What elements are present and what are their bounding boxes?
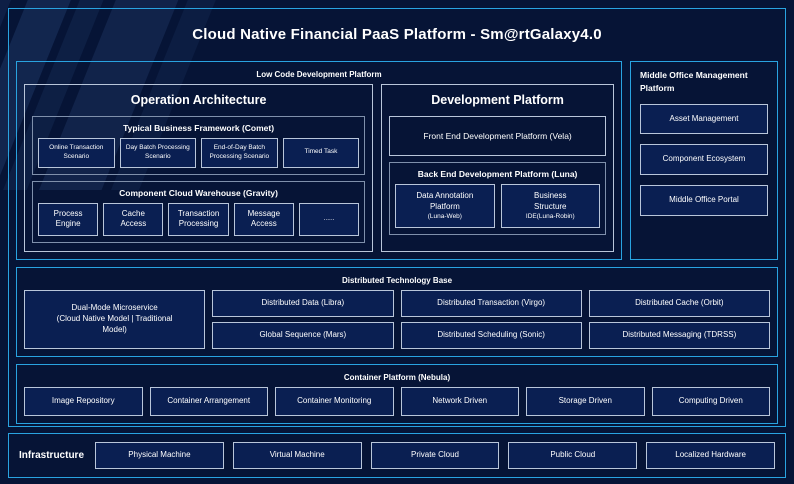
business-framework-item[interactable]: Day Batch Processing Scenario	[119, 138, 197, 168]
container-platform-title: Container Platform (Nebula)	[343, 372, 451, 382]
low-code-section-title: Low Code Development Platform	[256, 70, 382, 79]
distributed-base-item[interactable]: Distributed Cache (Orbit)	[588, 290, 770, 317]
typical-business-framework-group: Typical Business Framework (Comet) Onlin…	[32, 116, 366, 175]
middle-office-item-asset-management[interactable]: Asset Management	[640, 103, 768, 135]
business-framework-item[interactable]: Timed Task	[282, 138, 360, 168]
low-code-development-platform-section: Low Code Development Platform Operation …	[16, 61, 622, 261]
middle-office-title: Middle Office Management Platform	[640, 70, 748, 93]
back-end-platform-item[interactable]: Data Annotation Platform (Luna-Web)	[395, 184, 495, 229]
container-platform-item[interactable]: Container Monitoring	[275, 386, 394, 416]
middle-office-management-platform-section: Middle Office Management Platform Asset …	[630, 61, 778, 261]
middle-office-item-component-ecosystem[interactable]: Component Ecosystem	[640, 144, 768, 176]
infrastructure-item[interactable]: Virtual Machine	[232, 442, 362, 469]
middle-office-item-middle-office-portal[interactable]: Middle Office Portal	[640, 185, 768, 216]
distributed-base-title: Distributed Technology Base	[341, 276, 453, 286]
container-platform-item[interactable]: Computing Driven	[651, 386, 770, 416]
distributed-technology-base-section: Distributed Technology Base Dual-Mode Mi…	[16, 267, 778, 357]
infrastructure-item[interactable]: Public Cloud	[508, 442, 638, 469]
component-warehouse-item[interactable]: Transaction Processing	[168, 202, 229, 237]
component-cloud-warehouse-group: Component Cloud Warehouse (Gravity) Proc…	[32, 180, 366, 244]
component-warehouse-title: Component Cloud Warehouse (Gravity)	[119, 187, 278, 198]
operation-architecture-title: Operation Architecture	[130, 93, 267, 107]
component-warehouse-item[interactable]: Process Engine	[38, 202, 99, 237]
distributed-base-item[interactable]: Distributed Messaging (TDRSS)	[588, 321, 770, 349]
back-end-development-platform-group: Back End Development Platform (Luna) Dat…	[389, 162, 606, 236]
infrastructure-item[interactable]: Private Cloud	[370, 442, 500, 469]
infrastructure-label: Infrastructure	[19, 450, 85, 462]
business-framework-item[interactable]: End-of-Day Batch Processing Scenario	[201, 138, 278, 168]
development-platform-panel: Development Platform Front End Developme…	[381, 84, 614, 253]
component-warehouse-item-ellipsis[interactable]: ......	[298, 202, 360, 237]
operation-architecture-panel: Operation Architecture Typical Business …	[24, 84, 374, 253]
infrastructure-section: Infrastructure Physical Machine Virtual …	[8, 433, 786, 478]
top-row: Low Code Development Platform Operation …	[16, 61, 778, 261]
platform-frame: Cloud Native Financial PaaS Platform - S…	[8, 8, 786, 428]
distributed-base-item[interactable]: Distributed Data (Libra)	[212, 290, 394, 317]
front-end-development-platform-box[interactable]: Front End Development Platform (Vela)	[389, 116, 606, 156]
infrastructure-item[interactable]: Localized Hardware	[646, 442, 775, 469]
component-warehouse-item[interactable]: Cache Access	[103, 202, 164, 237]
infrastructure-item[interactable]: Physical Machine	[95, 442, 224, 469]
page-title: Cloud Native Financial PaaS Platform - S…	[192, 26, 602, 43]
container-platform-item[interactable]: Storage Driven	[526, 386, 645, 416]
business-framework-title: Typical Business Framework (Comet)	[123, 123, 275, 133]
development-platform-title: Development Platform	[431, 93, 564, 107]
back-end-platform-title: Back End Development Platform (Luna)	[417, 169, 578, 179]
distributed-base-item[interactable]: Distributed Transaction (Virgo)	[400, 290, 582, 317]
component-warehouse-item[interactable]: Message Access	[233, 202, 294, 237]
business-framework-item[interactable]: Online Transaction Scenario	[38, 138, 115, 168]
distributed-base-item[interactable]: Distributed Scheduling (Sonic)	[400, 321, 582, 349]
container-platform-item[interactable]: Network Driven	[400, 386, 519, 416]
container-platform-section: Container Platform (Nebula) Image Reposi…	[16, 363, 778, 424]
container-platform-item[interactable]: Image Repository	[24, 386, 143, 416]
back-end-platform-item[interactable]: Business Structure IDE(Luna-Robin)	[500, 184, 600, 229]
distributed-base-item[interactable]: Global Sequence (Mars)	[212, 321, 394, 349]
dual-mode-microservice-box[interactable]: Dual-Mode Microservice (Cloud Native Mod…	[24, 290, 206, 349]
container-platform-item[interactable]: Container Arrangement	[149, 386, 268, 416]
